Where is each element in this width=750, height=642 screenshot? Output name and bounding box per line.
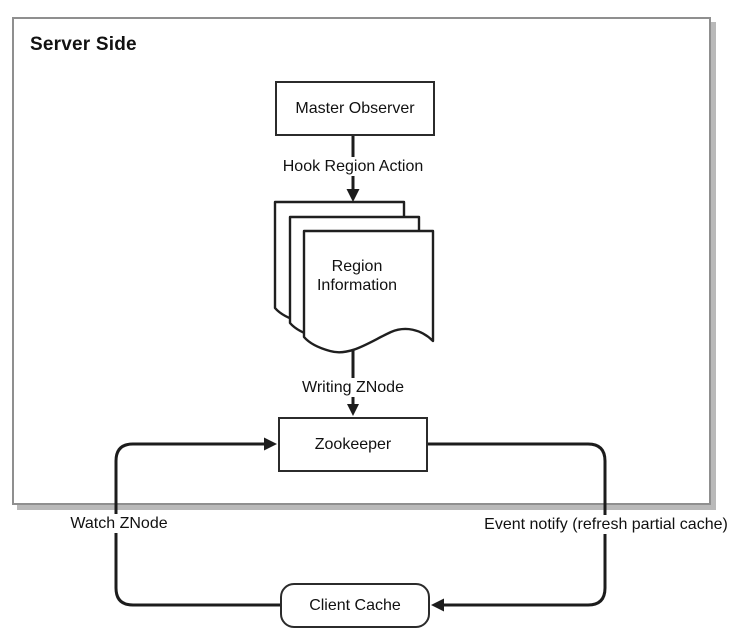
node-client-cache: Client Cache [280, 583, 430, 628]
node-zookeeper: Zookeeper [278, 417, 428, 472]
arrowhead-into-client-cache [431, 598, 444, 612]
node-region-information-label: Region Information [316, 258, 398, 294]
edge-label-watch-znode: Watch ZNode [66, 514, 172, 533]
edge-label-writing-znode: Writing ZNode [298, 378, 408, 397]
document-page-front [302, 229, 435, 354]
arrowhead-into-zookeeper-top [347, 404, 359, 416]
server-side-title: Server Side [30, 34, 137, 55]
arrowhead-into-zookeeper-left [264, 437, 277, 451]
arrowhead-into-region-information [346, 189, 360, 202]
node-master-observer: Master Observer [275, 81, 435, 136]
edge-label-hook-region-action: Hook Region Action [278, 157, 428, 176]
edge-label-event-notify: Event notify (refresh partial cache) [480, 515, 732, 534]
